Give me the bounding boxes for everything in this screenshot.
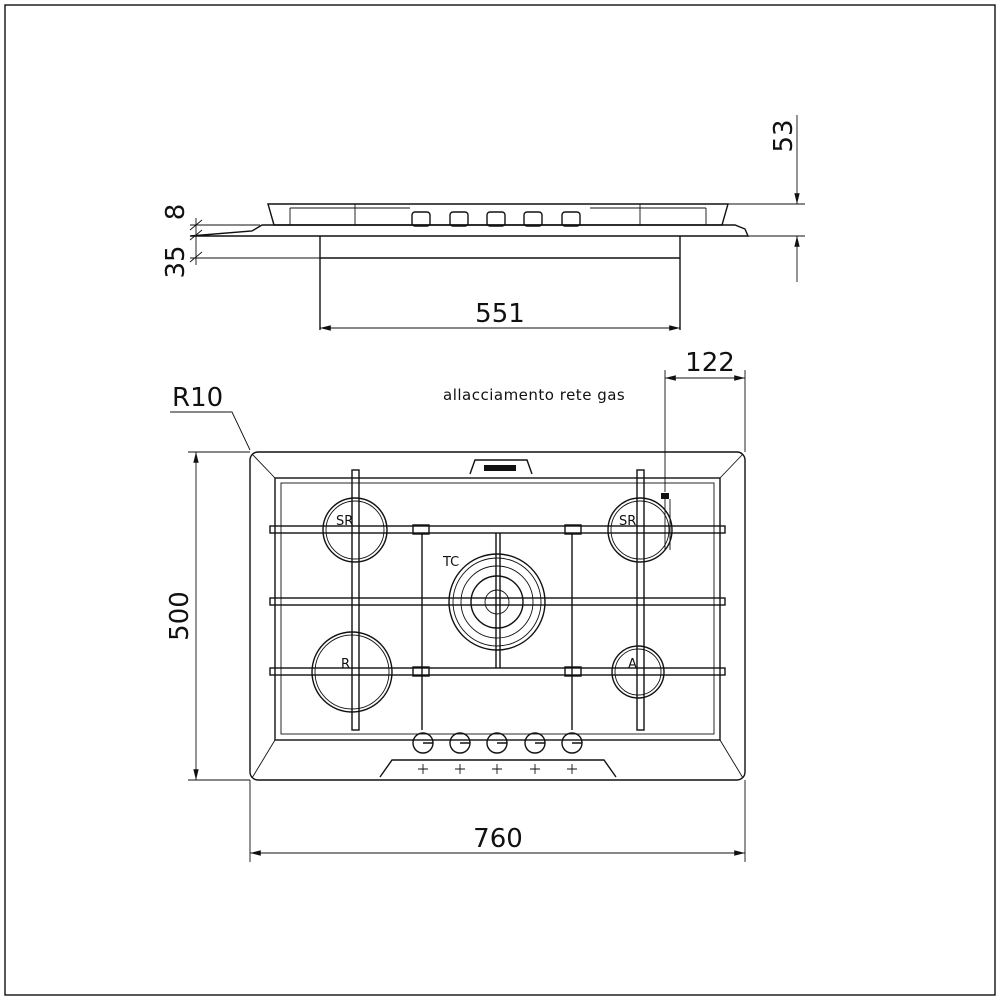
- burners: [311, 497, 673, 713]
- dim-width: 760: [473, 824, 523, 854]
- dim-corner-radius: R10: [172, 383, 223, 413]
- side-view: [189, 115, 805, 331]
- dim-grate-height: 8: [161, 204, 191, 221]
- dim-height-total: 53: [769, 119, 799, 152]
- burner-label: TC: [442, 555, 459, 570]
- burner-label: SR: [619, 514, 636, 529]
- knobs: [412, 732, 583, 754]
- top-view: [170, 370, 746, 862]
- dim-gas-offset: 122: [685, 348, 735, 378]
- grates: [269, 469, 726, 731]
- gas-connection-label: allacciamento rete gas: [443, 386, 625, 404]
- burner-label: R: [341, 657, 350, 672]
- dim-depth: 500: [165, 591, 195, 641]
- gas-connection-marker: [661, 493, 669, 499]
- burner-label: A: [628, 657, 637, 672]
- dim-cutout-width: 551: [475, 299, 525, 329]
- frame-border: [4, 4, 996, 996]
- side-knobs: [411, 211, 581, 227]
- dim-body-depth: 35: [161, 245, 191, 278]
- burner-label: SR: [336, 514, 353, 529]
- brand-logo: [484, 465, 516, 471]
